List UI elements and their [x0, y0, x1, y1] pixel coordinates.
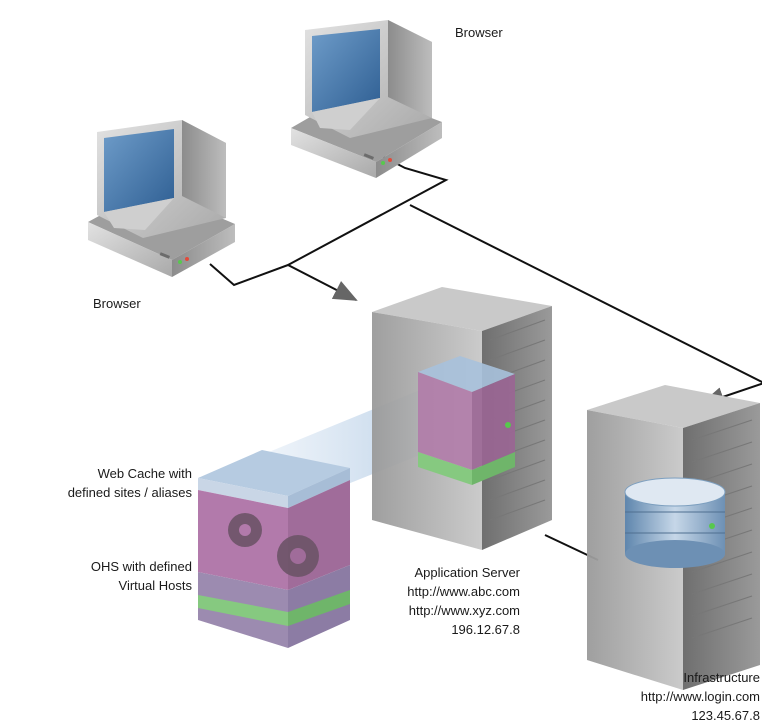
browser-top-computer: [291, 20, 442, 178]
browser-left-label: Browser: [93, 296, 141, 311]
web-cache-ohs-cube: [198, 450, 350, 648]
database-icon: [624, 477, 726, 568]
browser-left-computer: [88, 120, 235, 277]
application-server-label: Application Server http://www.abc.com ht…: [380, 563, 520, 639]
application-server: [372, 287, 552, 550]
infrastructure-label-line-2: http://www.login.com: [640, 689, 760, 704]
gear-icon: [228, 513, 319, 577]
infrastructure-label-line-1: Infrastructure: [683, 670, 760, 685]
ohs-label-line-2: Virtual Hosts: [118, 578, 192, 593]
ohs-label-line-1: OHS with defined: [90, 559, 192, 574]
browser-top-label: Browser: [455, 25, 503, 40]
infrastructure-label-line-3: 123.45.67.8: [691, 708, 760, 723]
application-server-label-line-1: Application Server: [414, 565, 521, 580]
infrastructure-label: Infrastructure http://www.login.com 123.…: [590, 668, 760, 725]
infrastructure-server: [587, 385, 760, 690]
application-server-label-line-4: 196.12.67.8: [451, 622, 520, 637]
application-server-label-line-2: http://www.abc.com: [407, 584, 520, 599]
web-cache-label: Web Cache with defined sites / aliases: [20, 464, 192, 502]
web-cache-label-line-1: Web Cache with: [97, 466, 192, 481]
web-cache-label-line-2: defined sites / aliases: [67, 485, 192, 500]
ohs-label: OHS with defined Virtual Hosts: [30, 557, 192, 595]
application-server-label-line-3: http://www.xyz.com: [408, 603, 520, 618]
connector-left-browser-to-app-server: [209, 263, 358, 301]
